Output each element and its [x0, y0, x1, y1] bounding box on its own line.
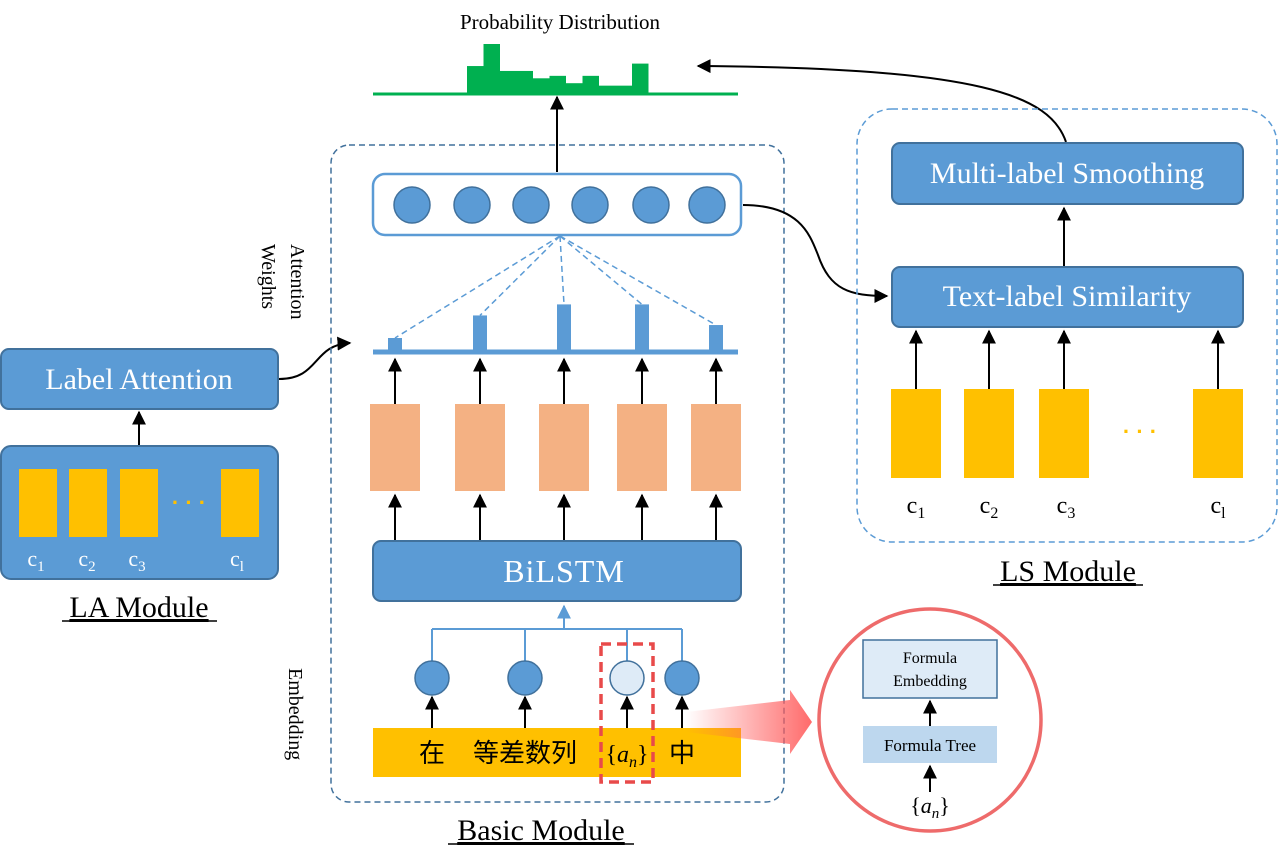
multi-label-smoothing-text: Multi-label Smoothing [930, 157, 1204, 190]
embedding-node [664, 660, 700, 696]
hidden-node [512, 186, 550, 224]
embedding-node [414, 660, 450, 696]
formula-zoom: Formula Embedding Formula Tree {an} [686, 607, 1043, 833]
bilstm-text: BiLSTM [503, 553, 625, 589]
probability-bars [467, 44, 649, 93]
la-label-block [69, 469, 107, 537]
bilstm-box [372, 540, 742, 602]
hidden-node [632, 186, 670, 224]
la-label-c1: c1 [27, 546, 44, 575]
attention-weight-bar [557, 304, 571, 350]
ls-label-block [1193, 389, 1243, 478]
text-label-similarity-text: Text-label Similarity [943, 280, 1192, 313]
ls-label-block [891, 389, 941, 478]
attention-dashed-line [559, 235, 565, 305]
multi-label-smoothing-box [891, 142, 1244, 205]
formula-tree-box [863, 726, 997, 763]
attention-dashed-line [394, 235, 561, 339]
ls-module: Multi-label Smoothing Text-label Similar… [856, 108, 1278, 588]
lstm-cell [617, 404, 667, 491]
la-label-c3: c3 [128, 546, 145, 575]
probability-bar [632, 63, 649, 93]
probability-bar [500, 70, 517, 93]
text-label-similarity-box [891, 266, 1244, 328]
ls-label-c1: c1 [907, 493, 926, 522]
ls-ellipsis: · · · [1123, 419, 1157, 444]
ls-label-block [1039, 389, 1089, 478]
formula-embedding-box [862, 639, 998, 699]
token-formula: {an} [605, 742, 648, 771]
label-attention-text: Label Attention [45, 363, 232, 396]
probability-bar [533, 78, 550, 93]
lstm-cell [455, 404, 505, 491]
probability-bar [599, 85, 616, 93]
ls-label-cl: cl [1210, 493, 1226, 522]
embedding-node [507, 660, 543, 696]
formula-embedding-line1: Formula [903, 650, 957, 667]
hidden-node [688, 186, 726, 224]
smoothing-to-probability-arrow [696, 59, 1067, 143]
la-label-c2: c2 [78, 546, 95, 575]
ls-label-c2: c2 [980, 493, 999, 522]
hidden-node [393, 186, 431, 224]
attention-weight-bars [388, 304, 723, 350]
probability-bar [566, 83, 583, 93]
la-module: Label Attention · · · c1 c2 c3 cl LA Mod… [0, 348, 279, 624]
formula-embedding-line2: Embedding [893, 673, 967, 690]
ls-label-c3: c3 [1057, 493, 1076, 522]
lstm-cell [370, 404, 420, 491]
token-arithmetic-sequence: 等差数列 [473, 739, 577, 769]
attention-dashed-lines [394, 235, 717, 339]
attention-dashed-line [479, 235, 561, 316]
attention-weights-label-line2: Weights [257, 244, 279, 309]
la-ellipsis: · · · [172, 490, 206, 515]
embedding-label: Embedding [284, 668, 306, 760]
probability-bar [483, 44, 500, 93]
embedding-connector [431, 604, 683, 662]
input-token-strip [373, 728, 741, 777]
attention-weight-bar [635, 304, 649, 350]
hidden-to-similarity-arrow [742, 204, 889, 303]
probability-bar [582, 75, 599, 93]
ls-module-caption: LS Module [1000, 555, 1136, 588]
label-attention-to-weights-arrow [278, 336, 352, 380]
la-module-caption: LA Module [69, 591, 208, 624]
formula-highlight-box [599, 642, 655, 784]
attention-dashed-line [559, 235, 643, 305]
lstm-cell [691, 404, 741, 491]
label-attention-box [0, 348, 279, 410]
ls-module-frame [856, 108, 1278, 543]
token-zai: 在 [419, 739, 445, 769]
hidden-node [571, 186, 609, 224]
la-label-block [221, 469, 259, 537]
formula-tree-text: Formula Tree [884, 736, 976, 755]
probability-bar [516, 70, 533, 93]
formula-source-text: {an} [910, 793, 950, 822]
token-zhong: 中 [669, 739, 695, 769]
attention-weight-bar [709, 325, 723, 350]
formula-embedding-node [609, 660, 645, 696]
la-label-block [19, 469, 57, 537]
basic-module-caption: Basic Module [457, 814, 624, 847]
attention-weight-bar [388, 338, 402, 350]
hidden-node [453, 186, 491, 224]
zoom-arrow [686, 690, 812, 754]
probability-bar [467, 66, 484, 93]
probability-distribution-title: Probability Distribution [460, 10, 661, 34]
ls-label-block [964, 389, 1014, 478]
attention-weights-label-line1: Attention [286, 244, 308, 320]
basic-module: BiLSTM 在 等差数列 {an} 中 Embedding Basic Mod… [284, 144, 785, 847]
basic-module-frame [330, 144, 785, 803]
lstm-cells [370, 357, 741, 541]
attention-weight-bar [473, 315, 487, 350]
hidden-nodes [393, 186, 726, 224]
la-label-block [120, 469, 158, 537]
la-label-cl: cl [230, 546, 244, 575]
probability-bar [549, 75, 566, 93]
lstm-cell [539, 404, 589, 491]
probability-bar [615, 85, 632, 93]
